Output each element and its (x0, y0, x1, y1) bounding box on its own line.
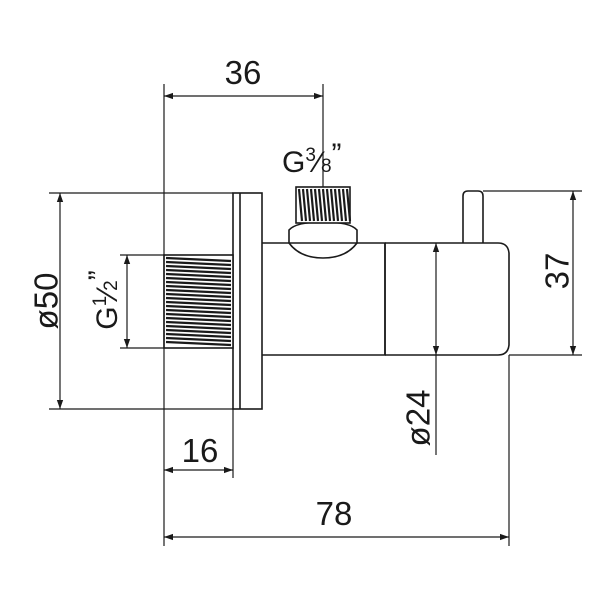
outlet-thread-ridge (301, 188, 308, 222)
inlet-thread-ridge (165, 316, 232, 323)
outlet-thread-ridge (333, 188, 340, 222)
inlet-thread-ridge (165, 256, 232, 263)
outlet-thread-prefix: G (282, 146, 305, 179)
svg-text:G3⁄8”: G3⁄8” (282, 138, 342, 179)
outlet-thread-ridge (345, 188, 352, 222)
inlet-thread-ridge (165, 300, 232, 307)
dimension-lines (56, 92, 577, 541)
dim-flange-width-label: 16 (182, 432, 219, 469)
outlet-thread-label: G3⁄8” (282, 138, 342, 179)
inlet-thread-ridge (165, 308, 232, 315)
outlet-thread-ridge (317, 188, 324, 222)
valve-body (262, 242, 386, 356)
inlet-thread-ridge (165, 340, 232, 347)
outlet-thread-ridge (321, 188, 328, 222)
dim-body-diameter-label: ø50 (28, 273, 65, 330)
inlet-thread-ridge (165, 272, 232, 279)
inlet-thread-ridge (165, 304, 232, 311)
inlet-thread-ridge (165, 320, 232, 327)
outlet-nut-curve (288, 242, 358, 259)
outlet-thread-ridge (341, 188, 348, 222)
inlet-thread-ridge (165, 312, 232, 319)
inlet-thread-ridge (165, 332, 232, 339)
inlet-thread-ridge (165, 268, 232, 275)
outlet-thread-denominator: 8 (321, 156, 332, 177)
outlet-thread-ridge (313, 188, 320, 222)
lever-pin (462, 190, 484, 243)
outlet-thread-ridge (309, 188, 316, 222)
inlet-thread (163, 254, 234, 349)
inlet-thread-ridge (165, 328, 232, 335)
inlet-thread-ridge (165, 296, 232, 303)
inlet-thread-ridge (165, 264, 232, 271)
inlet-thread-ridge (165, 260, 232, 267)
outlet-nut (288, 221, 358, 243)
inlet-thread-numerator: 1 (90, 296, 111, 307)
outlet-thread-ridge (329, 188, 336, 222)
inlet-thread-ridge (165, 276, 232, 283)
inlet-thread-ridge (165, 288, 232, 295)
dim-height-right-label: 37 (539, 253, 576, 290)
inlet-thread-prefix: G (91, 306, 124, 329)
outlet-thread-ridge (337, 188, 344, 222)
inlet-thread-denominator: 2 (101, 280, 122, 291)
inlet-thread-ridge (165, 336, 232, 343)
outlet-thread-ridge (325, 188, 332, 222)
outlet-thread (295, 186, 352, 224)
svg-text:G1⁄2”: G1⁄2” (83, 270, 124, 330)
inlet-thread-ridge (165, 280, 232, 287)
dim-overall-length-label: 78 (316, 495, 353, 532)
wall-flange (232, 192, 263, 410)
inlet-thread-label: G1⁄2” (83, 270, 124, 330)
outlet-thread-unit: ” (332, 138, 342, 171)
handle-cap (385, 242, 510, 356)
valve-outline (232, 190, 510, 410)
dim-small-diameter-label: ø24 (400, 390, 437, 447)
outlet-thread-numerator: 3 (305, 145, 316, 166)
outlet-thread-ridge (305, 188, 312, 222)
inlet-thread-ridge (165, 324, 232, 331)
inlet-thread-ridge (165, 292, 232, 299)
inlet-thread-ridge (165, 284, 232, 291)
outlet-thread-ridge (297, 188, 304, 222)
dim-top-width-label: 36 (225, 54, 262, 91)
inlet-thread-unit: ” (83, 270, 116, 280)
